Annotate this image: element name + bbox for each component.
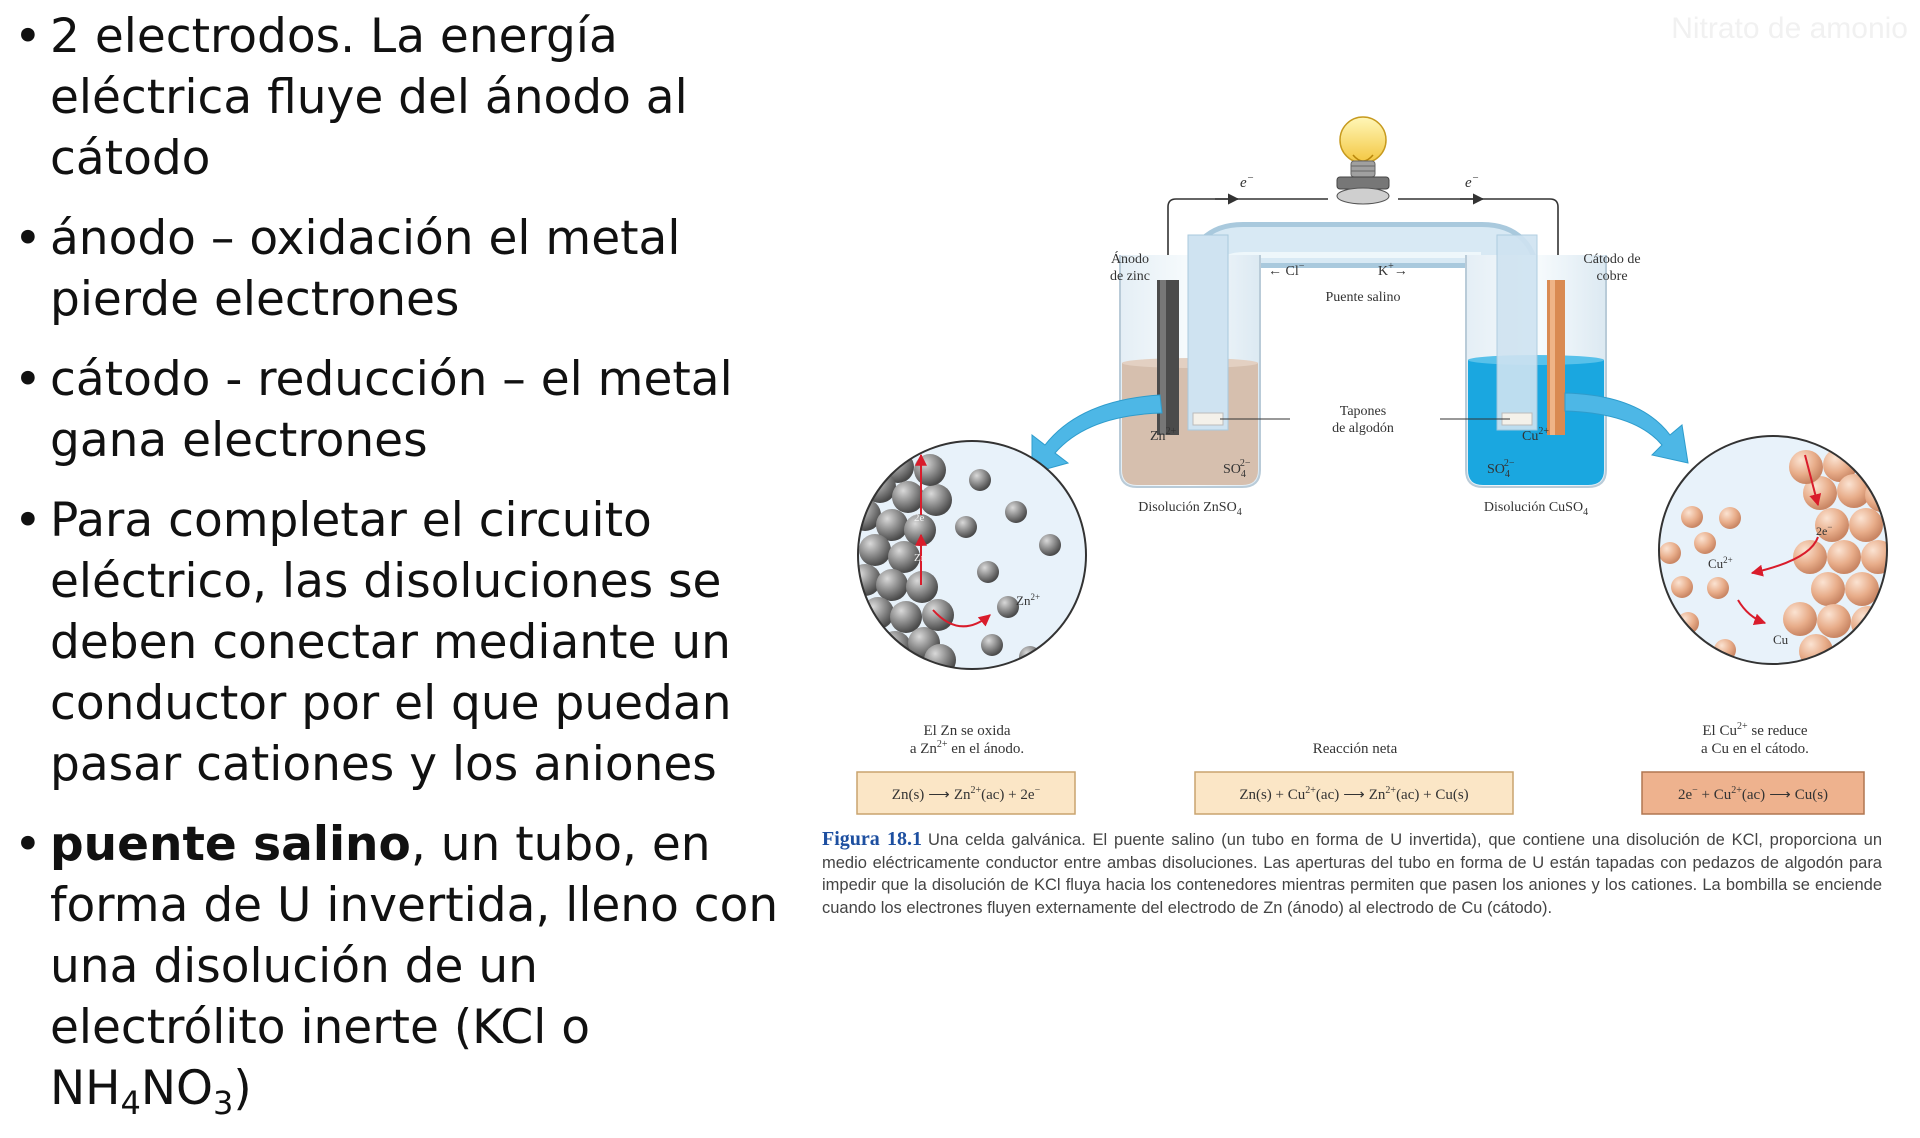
zinc-beaker: Zn2+ SO42− (1119, 234, 1261, 488)
cu-ion-zoom-label: Cu2+ (1708, 555, 1733, 571)
reduction-note: El Cu2+ se reduce (1702, 721, 1808, 739)
zinc-solution-label: Disolución ZnSO4 (1138, 500, 1241, 518)
zn-ion-zoom-label: Zn2+ (1016, 592, 1040, 608)
bullet-text: 2 electrodos. La energía eléctrica fluye… (50, 9, 688, 186)
salt-bridge-label: Puente salino (1325, 290, 1400, 305)
electron-label: e− (1240, 172, 1254, 191)
zinc-atom-label: Zn (914, 552, 927, 564)
bullet-text: ) (233, 1061, 252, 1116)
cathode-label: cobre (1596, 269, 1627, 284)
bullet-item: Para completar el circuito eléctrico, la… (10, 490, 780, 795)
oxidation-note: a Zn2+ en el ánodo. (910, 739, 1024, 757)
bullet-text: ánodo – oxidación el metal pierde electr… (50, 211, 681, 327)
oxidation-note: El Zn se oxida (923, 723, 1010, 739)
net-reaction-equation: Zn(s) + Cu2+(ac)⟶Zn2+(ac) + Cu(s) (1239, 785, 1468, 803)
bullet-item: puente salino, un tubo, en forma de U in… (10, 814, 780, 1119)
plugs-label: de algodón (1332, 421, 1394, 436)
oxidation-equation-box: Zn(s)⟶Zn2+(ac) + 2e− (856, 771, 1076, 815)
electron-path-arrow (1804, 454, 1822, 507)
potassium-ion-label: K+→ (1378, 261, 1408, 279)
oxidation-equation: Zn(s)⟶Zn2+(ac) + 2e− (892, 785, 1041, 803)
two-electron-label: 2e− (914, 510, 929, 524)
reduction-note: a Cu en el cátodo. (1701, 741, 1809, 757)
cathode-label: Cátodo de (1583, 252, 1640, 267)
subscript: 4 (120, 1084, 141, 1122)
reduction-equation: 2e− + Cu2+(ac)⟶Cu(s) (1678, 785, 1828, 803)
subscript: 3 (213, 1084, 234, 1122)
zinc-zoom-circle: Zn 2e− Zn2+ (857, 440, 1087, 670)
bullet-item: 2 electrodos. La energía eléctrica fluye… (10, 6, 780, 189)
cotton-plugs-callout: Tapones de algodón (1220, 404, 1510, 436)
anode-label: de zinc (1110, 269, 1150, 284)
copper-zoom-circle: 2e− Cu2+ Cu (1658, 435, 1888, 665)
copper-beaker: Cu2+ SO42− (1465, 234, 1607, 488)
light-bulb-icon (1336, 116, 1390, 205)
cu-atom-label: Cu (1773, 632, 1789, 647)
bullet-text: Para completar el circuito eléctrico, la… (50, 493, 732, 792)
zn-ion-label: Zn2+ (1150, 426, 1177, 444)
reduction-equation-box: 2e− + Cu2+(ac)⟶Cu(s) (1641, 771, 1865, 815)
bullet-text: NO (140, 1061, 214, 1116)
bullet-item: cátodo - reducción – el metal gana elect… (10, 349, 780, 471)
two-electron-label: 2e− (1816, 522, 1832, 538)
sulfate-label: SO42− (1223, 458, 1251, 480)
caption-text: Una celda galvánica. El puente salino (u… (822, 831, 1882, 917)
bullet-item: ánodo – oxidación el metal pierde electr… (10, 208, 780, 330)
bullet-text: cátodo - reducción – el metal gana elect… (50, 352, 733, 468)
net-reaction-equation-box: Zn(s) + Cu2+(ac)⟶Zn2+(ac) + Cu(s) (1194, 771, 1514, 815)
plugs-label: Tapones (1340, 404, 1386, 419)
reduction-arrow (1737, 599, 1767, 626)
cu-ion-label: Cu2+ (1522, 426, 1549, 444)
chloride-ion-label: ← Cl− (1268, 261, 1305, 279)
watermark-text: Nitrato de amonio (1671, 12, 1908, 45)
figure-number: Figura 18.1 (822, 828, 923, 850)
bullet-bold-term: puente salino (50, 817, 411, 872)
galvanic-cell-figure: e− e− ← Cl− K+→ Puente salino Zn2+ SO42− (856, 116, 1888, 815)
anode-label: Ánodo (1111, 250, 1149, 267)
electron-label: e− (1465, 172, 1479, 191)
zoom-arrow-right (1564, 392, 1689, 464)
external-circuit: e− e− (1167, 172, 1559, 290)
bullet-list: 2 electrodos. La energía eléctrica fluye… (10, 6, 780, 1138)
oxidation-arrow (932, 609, 991, 628)
copper-solution-label: Disolución CuSO4 (1484, 500, 1588, 518)
sulfate-label: SO42− (1487, 458, 1515, 480)
electron-path-arrow (1750, 536, 1819, 577)
net-reaction-note: Reacción neta (1313, 741, 1398, 757)
